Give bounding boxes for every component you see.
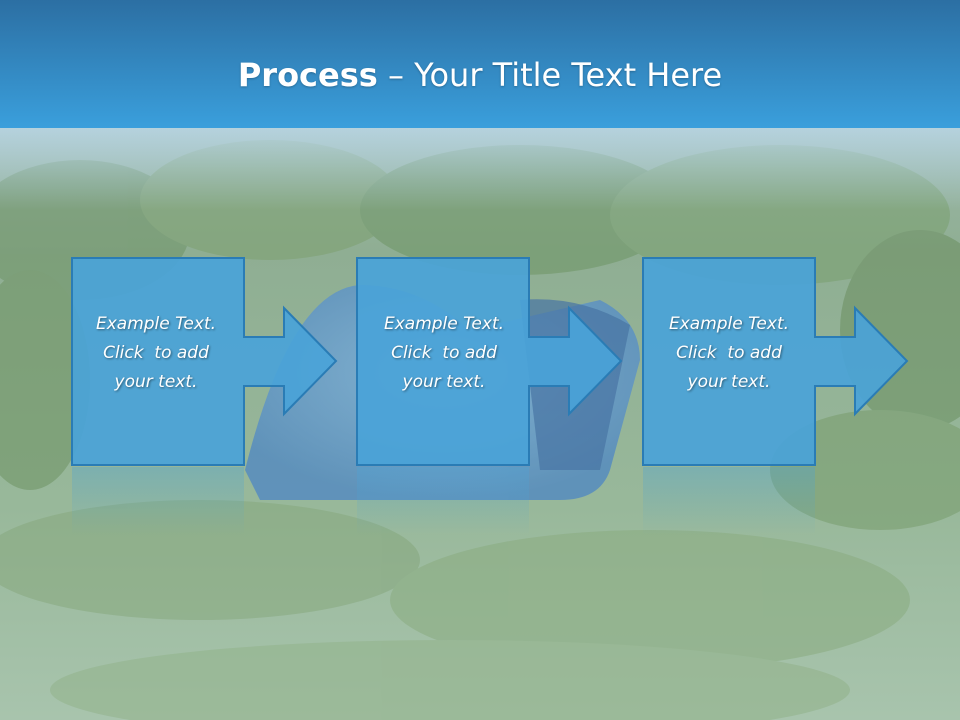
step-1-line-3: your text. xyxy=(114,372,198,392)
step-3-arrow-box[interactable] xyxy=(642,257,909,466)
step-3-line-2: Click to add xyxy=(676,343,782,363)
step-1-line-2: Click to add xyxy=(103,343,209,363)
step-3-reflection xyxy=(643,467,815,535)
step-3-line-1: Example Text. xyxy=(668,314,790,334)
step-1-line-1: Example Text. xyxy=(95,314,217,334)
step-2-arrow-box[interactable] xyxy=(356,257,623,466)
step-2-line-1: Example Text. xyxy=(383,314,505,334)
header-bar xyxy=(0,0,960,128)
step-2-line-2: Click to add xyxy=(391,343,497,363)
step-2-reflection xyxy=(357,467,529,535)
title-rest-part: – Your Title Text Here xyxy=(377,56,723,94)
step-1-reflection xyxy=(72,467,244,535)
step-1-text[interactable]: Example Text. Click to add your text. xyxy=(70,310,242,397)
process-steps xyxy=(71,257,909,535)
title-bold-part: Process xyxy=(237,56,378,94)
step-1-arrow-box[interactable] xyxy=(71,257,338,466)
step-3-line-3: your text. xyxy=(687,372,771,392)
slide-title[interactable]: Process – Your Title Text Here xyxy=(0,40,960,110)
step-2-line-3: your text. xyxy=(402,372,486,392)
step-3-text[interactable]: Example Text. Click to add your text. xyxy=(643,310,815,397)
step-2-text[interactable]: Example Text. Click to add your text. xyxy=(358,310,530,397)
